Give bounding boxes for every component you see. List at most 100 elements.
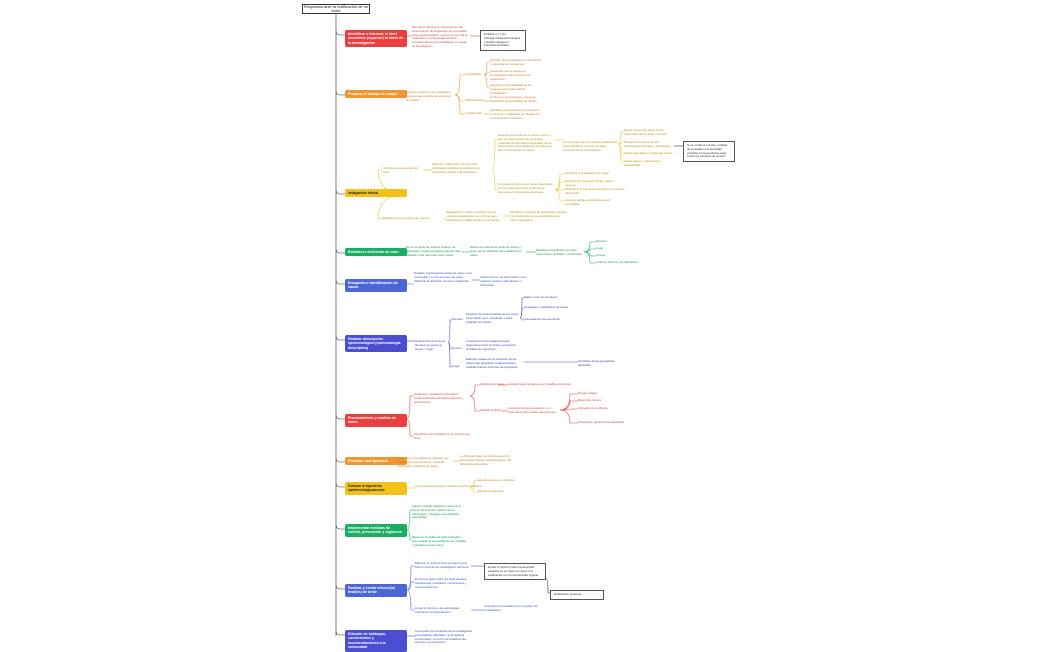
connector <box>335 524 345 530</box>
b4-mid: Definir los criterios de persona, tiempo… <box>470 245 522 257</box>
connector <box>406 418 414 437</box>
connector <box>406 581 415 591</box>
b7-bottom: Interpretar los resultados en el context… <box>414 432 470 440</box>
b8-right: La hipótesis debe ser coherente con la i… <box>460 454 512 466</box>
b7-desc: Análisis descriptivo <box>480 382 505 386</box>
b11-text3: Enviar el informe a las autoridades sani… <box>415 606 460 614</box>
root-topic[interactable]: Respuesta ante la notificación de un bro… <box>302 3 370 14</box>
connector <box>469 395 480 412</box>
connector <box>406 395 414 420</box>
b6-lugar-right: Identificar áreas geográficas afectadas. <box>578 359 615 367</box>
b11-box: Enviar el informe final a la autoridad s… <box>484 563 546 581</box>
b2-adm-item: Contar con los permisos y recursos neces… <box>490 95 538 103</box>
b8-text: Con base en los hallazgos, plantear una … <box>397 456 449 468</box>
branch-1[interactable]: Identificar e informar el nivel consulti… <box>345 30 407 48</box>
b3-right-item-3: Casos graves o defunciones relacionadas. <box>624 159 661 167</box>
b2-coord-item: Identificar a los actores que interviene… <box>490 108 541 120</box>
connector <box>406 509 412 531</box>
b1-box: Notificar en 1 hrs (Inteligencia Epidemi… <box>480 30 526 52</box>
b7-item-2: Intervalos de confianza <box>578 406 608 410</box>
branch-11[interactable]: Realizar y enviar informe(s) final(es) d… <box>345 584 407 597</box>
b5-text: Realizar una búsqueda activa de casos en… <box>414 271 472 283</box>
b6-tiempo: Tiempo <box>452 346 462 350</box>
b3-right-text: Si se cumple con los criterios estableci… <box>563 140 618 152</box>
b6-persona: Persona <box>452 317 463 321</box>
connector <box>447 341 452 368</box>
branch-7[interactable]: Procesamiento y análisis de datos <box>345 414 407 427</box>
b7-analit-text: Comparar grupos expuestos y no expuestos… <box>508 406 557 414</box>
connector <box>335 30 345 36</box>
b3-low-item-1: Describir los casos por tiempo, lugar y … <box>565 179 614 187</box>
branch-9[interactable]: Evaluar la hipótesis epidemiológicamente <box>345 482 407 495</box>
b1-text: Este aviso informa en el documento del c… <box>412 25 468 48</box>
b3-far-box: Si se confirma el brote, notificar de in… <box>683 141 735 163</box>
connector <box>519 317 524 321</box>
b9-item-1: Estudio de cohortes. <box>478 489 505 493</box>
b6-persona-item-2: Antecedentes de exposición. <box>524 317 561 321</box>
b10-text2: Mantener la vigilancia epidemiológica pa… <box>412 535 466 547</box>
b5-mid: Utilizar fuentes de información como reg… <box>480 275 527 287</box>
b2-inv-item-2: Asegurar la disponibilidad de los insumo… <box>490 83 532 95</box>
b9-item-0: Estudio de casos y controles. <box>478 478 516 482</box>
b12-text: Comunicar los resultados de la investiga… <box>415 629 473 645</box>
b3-mid-b: Comparar el número de casos observados c… <box>498 182 553 194</box>
connector <box>406 589 415 611</box>
b3-est-right: Identificar el periodo de incubación pro… <box>510 210 567 222</box>
b3-right-item-1: Presencia de casos de una enfermedad eli… <box>624 140 671 148</box>
branch-4[interactable]: Establecer definición de caso <box>345 248 407 257</box>
b4-item-3: Criterios clínicos y de laboratorio <box>596 260 638 264</box>
connector <box>335 414 345 420</box>
branch-8[interactable]: Formular una hipótesis <box>345 457 407 466</box>
b7-item-3: Pruebas de significancia estadística <box>578 420 624 424</box>
b6-lugar: Lugar <box>452 364 460 368</box>
b7-text: Organizar y analizar la información reco… <box>414 392 464 404</box>
connector <box>554 181 565 191</box>
b2-coord: Coordinación <box>465 111 483 115</box>
connector <box>335 90 345 96</box>
b6-lugar-text: Elaborar mapas con la ubicación de los c… <box>466 357 519 369</box>
b3-low-item-0: Identificar a la población en riesgo. <box>565 171 610 175</box>
b6-persona-text: Describir las características de los cas… <box>466 312 519 324</box>
connector <box>454 94 464 102</box>
b7-item-1: Razón de momios <box>578 398 602 402</box>
b4-item-2: Tiempo <box>596 253 606 257</box>
b6-persona-item-1: Ocupación y actividades de riesgo. <box>524 305 569 309</box>
b3-low-item-2: Determinar la fuente de infección y el m… <box>565 187 625 195</box>
b3-est: Establecer la cronología de eventos <box>383 216 429 220</box>
connector <box>454 94 464 115</box>
branch-12[interactable]: Difusión de hallazgos, conclusiones y re… <box>345 630 407 652</box>
b4-item-0: Persona <box>596 239 607 243</box>
b11-text: Elaborar un informe final que documente … <box>415 561 470 569</box>
b4-right: Establecer la definición de caso sospech… <box>536 248 583 256</box>
b2-inv: Investigación <box>465 72 482 76</box>
connector <box>559 393 578 411</box>
connector <box>447 319 452 343</box>
connector <box>491 139 498 171</box>
branch-6[interactable]: Realizar descripción epidemiológica (epi… <box>345 335 407 353</box>
branch-5[interactable]: Búsqueda e Identificación de casos <box>345 279 407 292</box>
connector <box>406 565 415 591</box>
connector <box>335 482 345 488</box>
connector <box>335 630 345 636</box>
branch-2[interactable]: Preparar el trabajo de campo <box>345 90 407 99</box>
b3-est-text: Establecer el orden cronológico de los e… <box>447 210 501 222</box>
b3-conf-text: Verificar el diagnóstico de los casos no… <box>432 162 480 174</box>
connector <box>617 143 624 163</box>
b2-text: Revisar el tiempo y los materiales y rec… <box>406 90 452 102</box>
b11-text2: El informe debe incluir los antecedentes… <box>415 577 468 589</box>
connector <box>335 279 345 285</box>
connector <box>335 584 345 590</box>
b7-analit: Análisis analítico <box>480 408 502 412</box>
b7-item-0: Riesgo relativo <box>578 391 598 395</box>
b2-inv-item-0: Revisión de los sistemas de información … <box>490 58 542 66</box>
connector <box>454 74 464 96</box>
connector <box>483 74 490 88</box>
b4-text: Es un conjunto de criterios clínicos, de… <box>406 245 462 257</box>
b3-mid-a: Detectar si el brote es un evento nuevo … <box>498 133 552 153</box>
b3-low-item-3: Implementar las medidas de control inmed… <box>565 198 611 206</box>
branch-3[interactable]: Indagación Inicial <box>345 189 407 198</box>
b3-conf: Confirmar la ocurrencia del brote <box>383 166 418 174</box>
b6-text: Caracterizar el brote en términos de per… <box>415 339 446 351</box>
branch-10[interactable]: Implementar medidas de control, prevenci… <box>345 524 407 537</box>
